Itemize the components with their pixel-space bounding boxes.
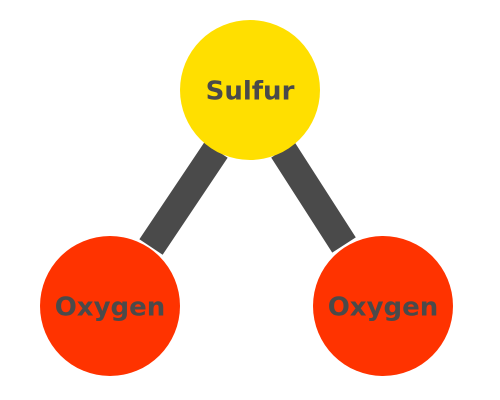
bonds bbox=[139, 142, 356, 255]
oxygen-right-circle bbox=[313, 236, 453, 376]
oxygen-left-circle bbox=[40, 236, 180, 376]
atom-sulfur: Sulfur bbox=[180, 20, 320, 160]
oxygen-right-label: Oxygen bbox=[328, 293, 439, 323]
oxygen-left-label: Oxygen bbox=[55, 293, 166, 323]
bond-sulfur-oxygen-right bbox=[271, 142, 356, 253]
bond-sulfur-oxygen-left bbox=[139, 142, 228, 255]
sulfur-circle bbox=[180, 20, 320, 160]
sulfur-label: Sulfur bbox=[206, 77, 295, 107]
atom-oxygen-right: Oxygen bbox=[313, 236, 453, 376]
atom-oxygen-left: Oxygen bbox=[40, 236, 180, 376]
